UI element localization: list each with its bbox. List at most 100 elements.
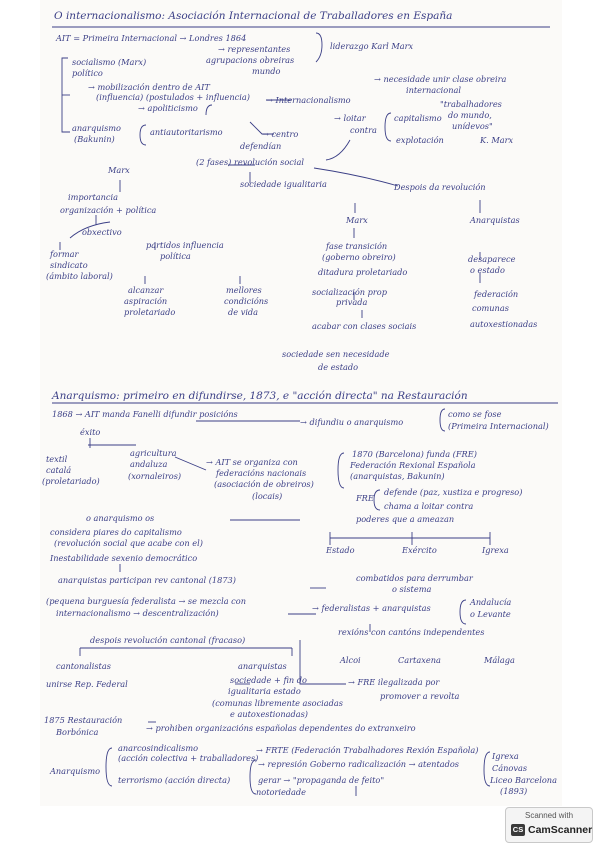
note-line: 1875 Restauración <box>44 715 123 725</box>
note-line: autoxestionadas <box>470 319 538 329</box>
note-line: (goberno obreiro) <box>322 252 396 262</box>
note-line: andaluza <box>130 459 168 469</box>
note-line: sindicato <box>50 260 88 270</box>
note-line: Inestabilidade sexenio democrático <box>50 553 198 563</box>
note-line: capitalismo <box>394 113 442 123</box>
note-line: (asociación de obreiros) <box>214 479 314 489</box>
cs-logo-icon: CS <box>511 824 525 836</box>
note-line: sociedade + fin do <box>230 675 307 685</box>
note-line: socialización prop <box>312 287 387 297</box>
note-line: defendían <box>240 141 282 151</box>
note-line: Federación Rexional Española <box>350 460 476 470</box>
note-line: o estado <box>470 265 505 275</box>
note-line: (acción colectiva + traballadores) <box>118 753 259 763</box>
note-line: (1893) <box>500 786 528 796</box>
note-line: partidos influencia <box>146 240 224 250</box>
note-line: (Primeira Internacional) <box>448 421 549 431</box>
note-line: Borbónica <box>56 727 99 737</box>
note-line: organización + política <box>60 205 157 215</box>
note-line: anarquismo <box>72 123 121 133</box>
note-line: (influencia) (postulados + influencia) <box>96 92 250 102</box>
note-line: socialismo (Marx) <box>72 57 147 67</box>
note-line: cantonalistas <box>56 661 111 671</box>
note-line: Marx <box>108 165 130 175</box>
badge-subtitle: Scanned with <box>524 811 574 820</box>
note-line: liderazgo Karl Marx <box>330 41 414 51</box>
note-line: ditadura proletariado <box>318 267 408 277</box>
note-line: FRE <box>356 493 374 503</box>
note-line: Cartaxena <box>398 655 441 665</box>
note-line: poderes que a ameazan <box>356 514 455 524</box>
note-line: → difundiu o anarquismo <box>300 417 404 427</box>
note-line: político <box>72 68 103 78</box>
note-line: Marx <box>346 215 368 225</box>
note-line: (revolución social que acabe con el) <box>54 538 203 548</box>
note-line: privada <box>336 297 368 307</box>
note-line: considera piares do capitalismo <box>50 527 182 537</box>
note-line: igualitaria estado <box>228 686 301 696</box>
camscanner-badge: Scanned with CS CamScanner <box>505 807 593 843</box>
note-line: de estado <box>318 362 359 372</box>
note-line: (ámbito laboral) <box>46 271 113 281</box>
note-line: → represión Goberno radicalización → ate… <box>258 759 459 769</box>
note-line: terrorismo (acción directa) <box>118 775 231 785</box>
note-line: agricultura <box>130 448 177 458</box>
note-line: → FRE ilegalizada por <box>348 677 440 687</box>
note-line: mellores <box>226 285 262 295</box>
note-line: explotación <box>396 135 444 145</box>
note-line: anarcosindicalismo <box>118 743 199 753</box>
note-line: mundo <box>252 66 281 76</box>
note-line: → representantes <box>218 44 291 54</box>
note-line: Anarquistas <box>470 215 520 225</box>
note-line: e autoxestionadas) <box>230 709 308 719</box>
note-line: (2 fases) revolución social <box>196 157 305 167</box>
section-2-title: Anarquismo: primeiro en difundirse, 1873… <box>52 390 468 402</box>
note-line: "trabalhadores <box>440 99 502 109</box>
note-line: Igrexa <box>482 545 509 555</box>
note-line: catalá <box>46 465 72 475</box>
note-line: chama a loitar contra <box>384 501 474 511</box>
note-line: antiautoritarismo <box>150 127 223 137</box>
note-line: importancia <box>68 192 118 202</box>
note-line: (locais) <box>252 491 283 501</box>
note-line: sociedade sen necesidade <box>282 349 390 359</box>
note-line: unídevos" <box>452 121 493 131</box>
note-line: o anarquismo os <box>86 513 155 523</box>
note-line: contra <box>350 125 377 135</box>
note-line: 1870 (Barcelona) funda (FRE) <box>352 449 477 459</box>
note-line: aspiración <box>124 296 168 306</box>
note-line: (pequena burguesía federalista → se mezc… <box>46 596 246 606</box>
note-line: federacións nacionais <box>216 468 307 478</box>
note-line: → apoliticismo <box>138 103 198 113</box>
note-line: desaparece <box>468 254 516 264</box>
note-line: como se fose <box>448 409 502 419</box>
note-line: o Levante <box>470 609 511 619</box>
note-line: AIT = Primeira Internacional → Londres 1… <box>56 33 247 43</box>
note-line: Exército <box>402 545 437 555</box>
section-1-title: O internacionalismo: Asociación Internac… <box>54 10 453 22</box>
note-line: o sistema <box>392 584 432 594</box>
note-line: defende (paz, xustiza e progreso) <box>384 487 523 497</box>
note-line: formar <box>50 249 79 259</box>
note-line: Andalucía <box>470 597 512 607</box>
note-line: Despois da revolución <box>394 182 486 192</box>
note-line: Cánovas <box>492 763 528 773</box>
note-line: proletariado <box>124 307 176 317</box>
note-line: (proletariado) <box>42 476 100 486</box>
note-line: comunas <box>472 303 509 313</box>
note-line: combatidos para derrumbar <box>356 573 473 583</box>
note-line: (Bakunin) <box>74 134 115 144</box>
note-line: anarquistas <box>238 661 287 671</box>
note-line: despois revolución cantonal (fracaso) <box>90 635 246 645</box>
note-line: gerar → "propaganda de feito" <box>258 775 385 785</box>
note-line: promover a revolta <box>380 691 460 701</box>
badge-brand-name: CamScanner <box>528 824 593 836</box>
note-line: (comunas libremente asociadas <box>212 698 343 708</box>
note-line: → loitar <box>334 113 366 123</box>
note-line: acabar con clases sociais <box>312 321 417 331</box>
note-line: → federalistas + anarquistas <box>312 603 431 613</box>
note-line: condicións <box>224 296 269 306</box>
note-line: → FRTE (Federación Trabalhadores Rexión … <box>256 745 479 755</box>
note-line: 1868 → AIT manda Fanelli difundir posici… <box>52 409 238 419</box>
note-line: → necesidade unir clase obreira <box>374 74 507 84</box>
